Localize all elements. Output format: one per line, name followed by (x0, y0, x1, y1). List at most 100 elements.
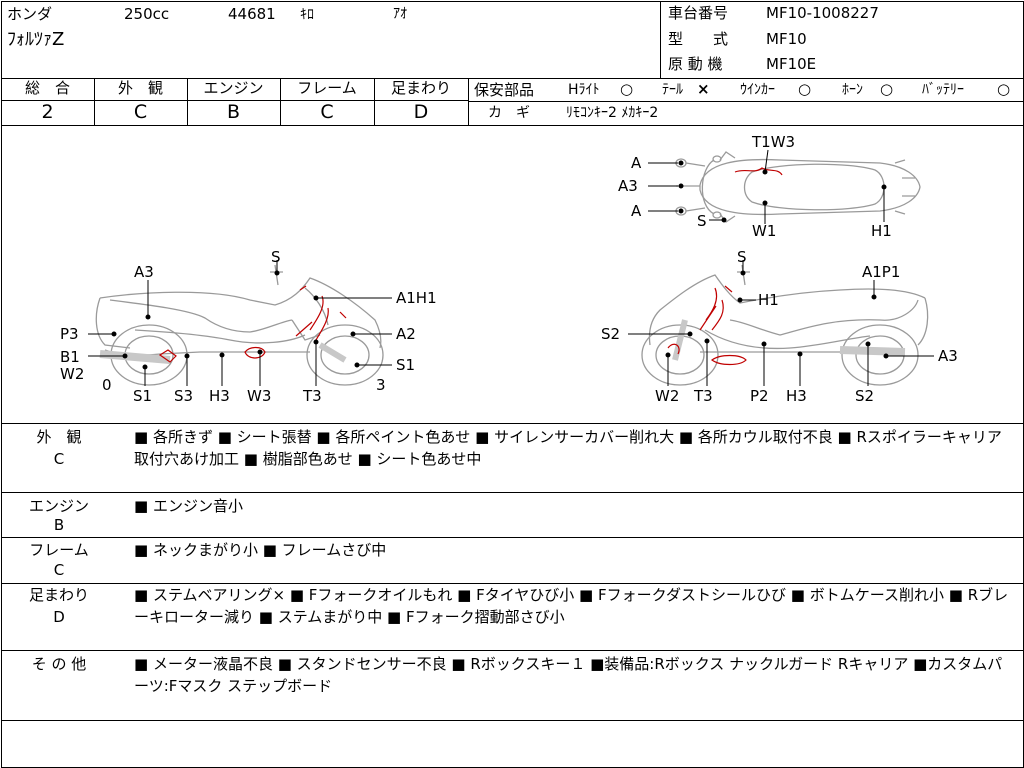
diagram-label: S2 (601, 325, 620, 343)
type-label: 型 式 (668, 30, 729, 48)
engine-label: 原 動 機 (668, 55, 723, 73)
section-engine-text: ■ エンジン音小 (134, 497, 243, 515)
diagram-label: S (737, 248, 747, 266)
grade-suspension-label: 足まわり (390, 79, 451, 97)
divider (280, 78, 281, 125)
safety-item-battery: ﾊﾞｯﾃﾘｰ (922, 82, 964, 98)
section-exterior-grade: C (53, 450, 65, 468)
diagram-label: 0 (102, 376, 112, 394)
safety-mark-tail: × (697, 80, 710, 98)
grade-engine-label: エンジン (203, 79, 264, 97)
divider (374, 78, 375, 125)
mileage-unit: ｷﾛ (300, 7, 314, 23)
engine-value: MF10E (766, 55, 817, 73)
section-frame-text: ■ ネックまがり小 ■ フレームさび中 (134, 541, 387, 559)
maker: ホンダ (7, 5, 53, 23)
safety-mark-battery: ○ (997, 80, 1011, 98)
section-frame-grade: C (53, 561, 65, 579)
diagram-label: W2 (60, 365, 84, 383)
diagram-label: S (697, 212, 707, 230)
key-value: ﾘﾓｺﾝｷｰ2 ﾒｶｷｰ2 (566, 105, 659, 121)
section-other-text: ■ メーター液晶不良 ■ スタンドセンサー不良 ■ Rボックスキー１ ■装備品:… (134, 655, 1003, 695)
displacement: 250cc (124, 5, 170, 23)
diagram-label: H3 (786, 387, 807, 405)
diagram-label: S2 (855, 387, 874, 405)
left-side-scooter (95, 264, 384, 386)
section-frame-label: フレーム (29, 541, 89, 559)
diagram-label: A3 (618, 177, 638, 195)
divider (187, 78, 188, 125)
divider (1, 78, 1023, 79)
grade-frame: C (320, 101, 334, 123)
grade-overall-label: 総 合 (24, 79, 70, 97)
grade-engine: B (226, 101, 241, 123)
diagram-label: T3 (693, 387, 713, 405)
diagram-label: A (631, 154, 642, 172)
safety-item-winker: ｳｲﾝｶｰ (740, 82, 775, 98)
grade-exterior: C (133, 101, 148, 123)
divider (1, 100, 468, 101)
safety-item-tail: ﾃｰﾙ (662, 82, 683, 98)
diagram-label: W3 (247, 387, 271, 405)
diagram-label: H1 (758, 291, 779, 309)
divider (468, 101, 1023, 102)
safety-label: 保安部品 (474, 81, 535, 99)
section-suspension-text: ■ ステムベアリング× ■ Fフォークオイルもれ ■ Fタイヤひび小 ■ Fフォ… (134, 586, 1009, 626)
diagram-label: T3 (302, 387, 322, 405)
diagram-label: P2 (750, 387, 769, 405)
divider (468, 78, 469, 125)
grade-suspension: D (413, 101, 429, 123)
section-exterior-label: 外 観 (36, 428, 82, 446)
right-side-scooter (641, 264, 929, 386)
diagram-label: S1 (133, 387, 152, 405)
divider (1, 125, 1023, 126)
diagram-label: A2 (396, 325, 416, 343)
damage-diagram: A A3 A S T1W3 W1 H1 A3 S A1H1 P3 A2 B1 W… (60, 133, 958, 405)
diagram-label: H1 (871, 222, 892, 240)
divider (1, 492, 1023, 493)
frame-no-label: 車台番号 (668, 4, 729, 22)
divider (660, 1, 661, 78)
diagram-label: A1P1 (862, 263, 900, 281)
model-name: ﾌｫﾙﾂｧZ (7, 29, 65, 50)
safety-mark-headlight: ○ (620, 80, 634, 98)
safety-mark-horn: ○ (880, 80, 894, 98)
safety-item-horn: ﾎｰﾝ (842, 82, 863, 98)
safety-item-headlight: Hﾗｲﾄ (568, 82, 600, 98)
type-value: MF10 (766, 30, 807, 48)
grade-frame-label: フレーム (297, 79, 357, 97)
diagram-label: W1 (752, 222, 776, 240)
section-engine-grade: B (53, 516, 65, 534)
color: ｱｵ (393, 6, 407, 22)
diagram-label: W2 (655, 387, 679, 405)
diagram-label: A3 (134, 263, 154, 281)
diagram-label: P3 (60, 325, 79, 343)
diagram-label: S (271, 248, 281, 266)
diagram-label: S3 (174, 387, 193, 405)
diagram-label: A1H1 (396, 289, 437, 307)
diagram-label: H3 (209, 387, 230, 405)
diagram-label: 3 (376, 376, 386, 394)
section-suspension-grade: D (53, 608, 65, 626)
section-engine-label: エンジン (28, 497, 89, 515)
diagram-label: A3 (938, 347, 958, 365)
divider (1, 720, 1023, 721)
safety-mark-winker: ○ (798, 80, 812, 98)
diagram-label: S1 (396, 356, 415, 374)
divider (1, 583, 1023, 584)
section-other-label: そ の 他 (31, 655, 87, 673)
diagram-label: B1 (60, 348, 80, 366)
grade-exterior-label: 外 観 (117, 79, 163, 97)
mileage: 44681 (228, 5, 276, 23)
divider (1, 423, 1023, 424)
diagram-label: A (631, 202, 642, 220)
frame-no: MF10-1008227 (766, 4, 879, 22)
divider (94, 78, 95, 125)
key-label: カ ギ (488, 105, 530, 121)
divider (1, 537, 1023, 538)
grade-overall: 2 (41, 101, 54, 123)
section-suspension-label: 足まわり (28, 586, 89, 604)
section-exterior-text: ■ 各所きず ■ シート張替 ■ 各所ペイント色あせ ■ サイレンサーカバー削れ… (134, 428, 1002, 468)
diagram-label: T1W3 (751, 133, 795, 151)
divider (1, 650, 1023, 651)
